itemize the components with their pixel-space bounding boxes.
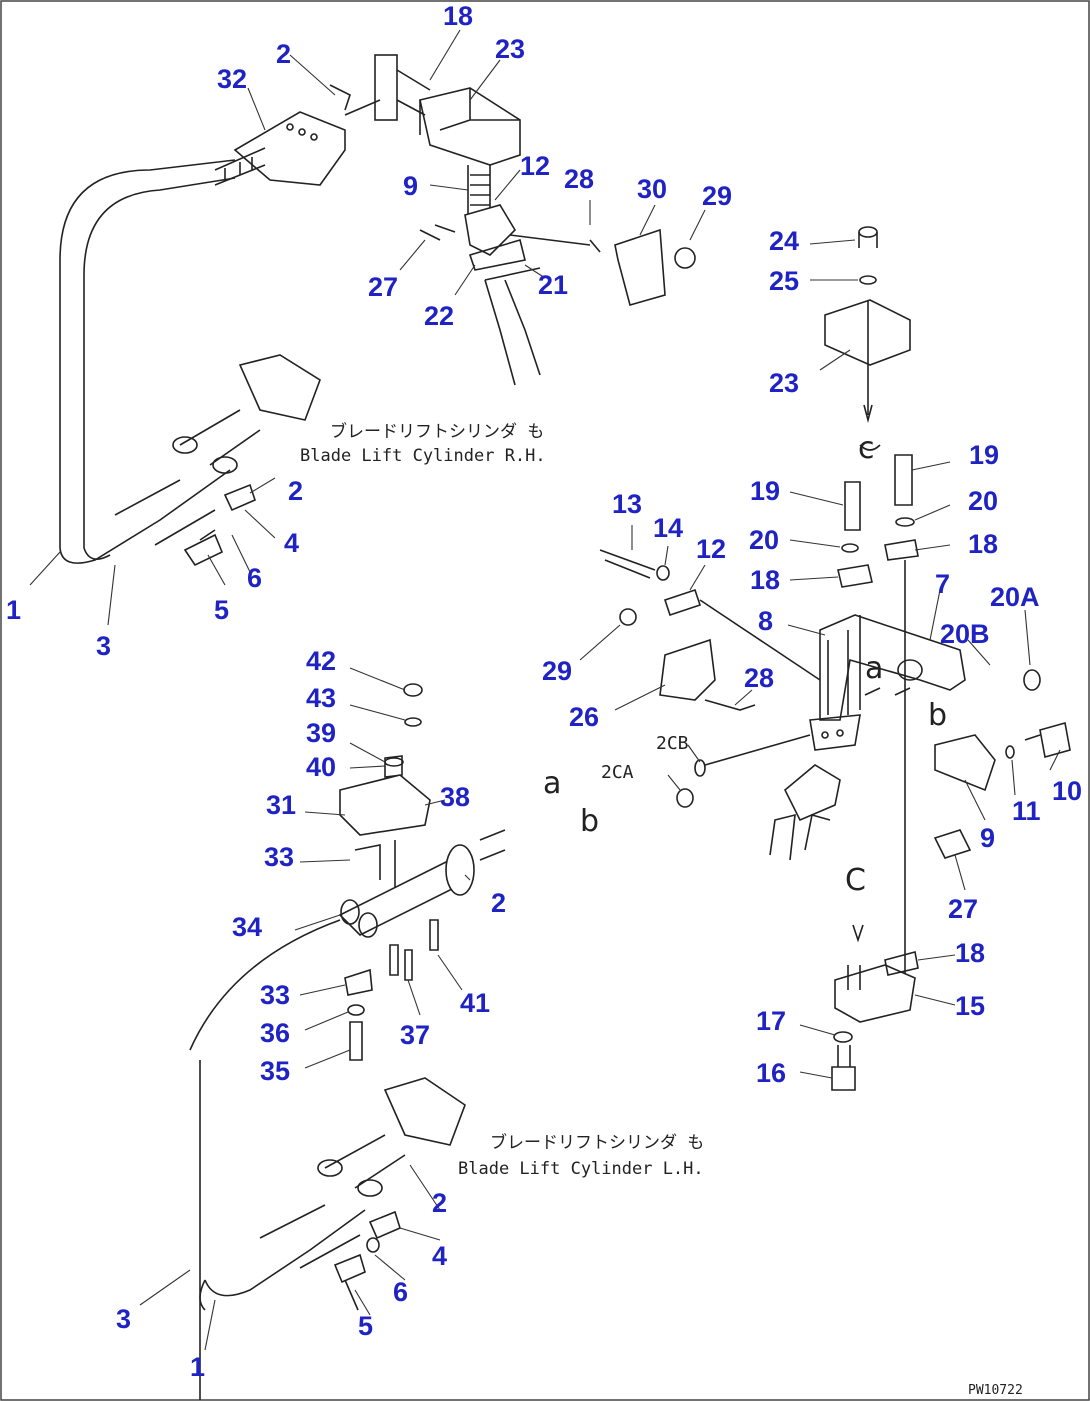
callout-18-top: 18 xyxy=(443,1,473,31)
callout-9-top: 9 xyxy=(403,171,418,201)
callout-12-mid: 12 xyxy=(696,534,726,564)
callout-23-top: 23 xyxy=(495,34,525,64)
callout-23-right: 23 xyxy=(769,368,799,398)
callout-10: 10 xyxy=(1052,776,1082,806)
right-bracket-assembly xyxy=(599,226,1071,1091)
callout-21: 21 xyxy=(538,270,568,300)
callout-11: 11 xyxy=(1012,796,1041,826)
callout-32: 32 xyxy=(217,64,247,94)
callout-29-mid: 29 xyxy=(542,656,572,686)
callout-6-low: 6 xyxy=(393,1277,408,1307)
note-lower-jp: ブレードリフトシリンダ も xyxy=(490,1132,704,1153)
callout-39: 39 xyxy=(306,718,336,748)
callout-2-mid: 2 xyxy=(491,888,506,918)
callout-18-r1: 18 xyxy=(968,529,998,559)
callout-15: 15 xyxy=(955,991,985,1021)
callout-numbers: 18 2 23 32 9 12 28 30 29 27 22 21 24 25 … xyxy=(6,1,1082,1382)
marker-a-mid: a xyxy=(543,766,561,801)
upper-hose-assembly xyxy=(59,54,696,564)
note-upper-jp: ブレードリフトシリンダ も xyxy=(330,421,544,442)
middle-block-assembly xyxy=(189,683,506,1400)
marker-a-right: a xyxy=(865,651,883,686)
callout-27-top: 27 xyxy=(368,272,398,302)
marker-b-right: b xyxy=(928,698,947,733)
callout-38: 38 xyxy=(440,782,470,812)
callout-20-right: 20 xyxy=(968,486,998,516)
callout-19-right: 19 xyxy=(969,440,999,470)
callout-7: 7 xyxy=(935,569,950,599)
callout-3-upper: 3 xyxy=(96,631,111,661)
callout-19-left: 19 xyxy=(750,476,780,506)
note-lower-en: Blade Lift Cylinder L.H. xyxy=(458,1159,704,1179)
callout-37: 37 xyxy=(400,1020,430,1050)
callout-9-mid: 9 xyxy=(980,823,995,853)
callout-16: 16 xyxy=(756,1058,786,1088)
callout-17: 17 xyxy=(756,1006,786,1036)
callout-40: 40 xyxy=(306,752,336,782)
callout-28-top: 28 xyxy=(564,164,594,194)
callout-6-upper: 6 xyxy=(247,563,262,593)
upper-cylinder-fittings xyxy=(114,354,321,567)
callout-13: 13 xyxy=(612,489,642,519)
drawing-code: PW10722 xyxy=(968,1383,1023,1398)
callout-29-top: 29 xyxy=(702,181,732,211)
callout-26: 26 xyxy=(569,702,599,732)
callout-33-b: 33 xyxy=(260,980,290,1010)
callout-35: 35 xyxy=(260,1056,290,1086)
callout-20b: 20B xyxy=(940,619,990,649)
callout-22: 22 xyxy=(424,301,454,331)
note-upper-en: Blade Lift Cylinder R.H. xyxy=(300,446,546,466)
callout-5-low: 5 xyxy=(358,1311,373,1341)
callout-30: 30 xyxy=(637,174,667,204)
callout-25: 25 xyxy=(769,266,799,296)
callout-33-a: 33 xyxy=(264,842,294,872)
callout-4-upper: 4 xyxy=(284,528,299,558)
callout-4-low: 4 xyxy=(432,1241,447,1271)
callout-36: 36 xyxy=(260,1018,290,1048)
callout-2-low: 2 xyxy=(432,1188,447,1218)
cylinder-notes: ブレードリフトシリンダ も Blade Lift Cylinder R.H. ブ… xyxy=(300,421,704,1179)
callout-24: 24 xyxy=(769,226,799,256)
callout-12-top: 12 xyxy=(520,151,550,181)
callout-43: 43 xyxy=(306,683,336,713)
callout-1-upper: 1 xyxy=(6,595,21,625)
label-2cb: 2CB xyxy=(656,733,689,754)
callout-5-upper: 5 xyxy=(214,595,229,625)
label-2ca: 2CA xyxy=(601,762,634,783)
callout-28-mid: 28 xyxy=(744,663,774,693)
callout-20a: 20A xyxy=(990,582,1040,612)
callout-34: 34 xyxy=(232,912,262,942)
callout-1-low: 1 xyxy=(190,1352,205,1382)
callout-18-r2: 18 xyxy=(750,565,780,595)
marker-c-right: c xyxy=(858,431,875,466)
callout-2-top: 2 xyxy=(276,39,291,69)
callout-3-low: 3 xyxy=(116,1304,131,1334)
callout-8: 8 xyxy=(758,606,773,636)
callout-31: 31 xyxy=(266,790,296,820)
callout-2-upper: 2 xyxy=(288,476,303,506)
marker-b-mid: b xyxy=(580,804,599,839)
callout-20-left: 20 xyxy=(749,525,779,555)
callout-18-low: 18 xyxy=(955,938,985,968)
callout-42: 42 xyxy=(306,646,336,676)
callout-41: 41 xyxy=(460,988,490,1018)
callout-27-mid: 27 xyxy=(948,894,978,924)
leader-lines xyxy=(29,29,1061,1351)
lower-cylinder-fittings xyxy=(259,1077,466,1311)
reference-markers: a b a b c C 2CB 2CA PW10722 xyxy=(543,431,1023,1398)
marker-c-bottom: C xyxy=(845,863,866,898)
callout-14: 14 xyxy=(653,513,683,543)
